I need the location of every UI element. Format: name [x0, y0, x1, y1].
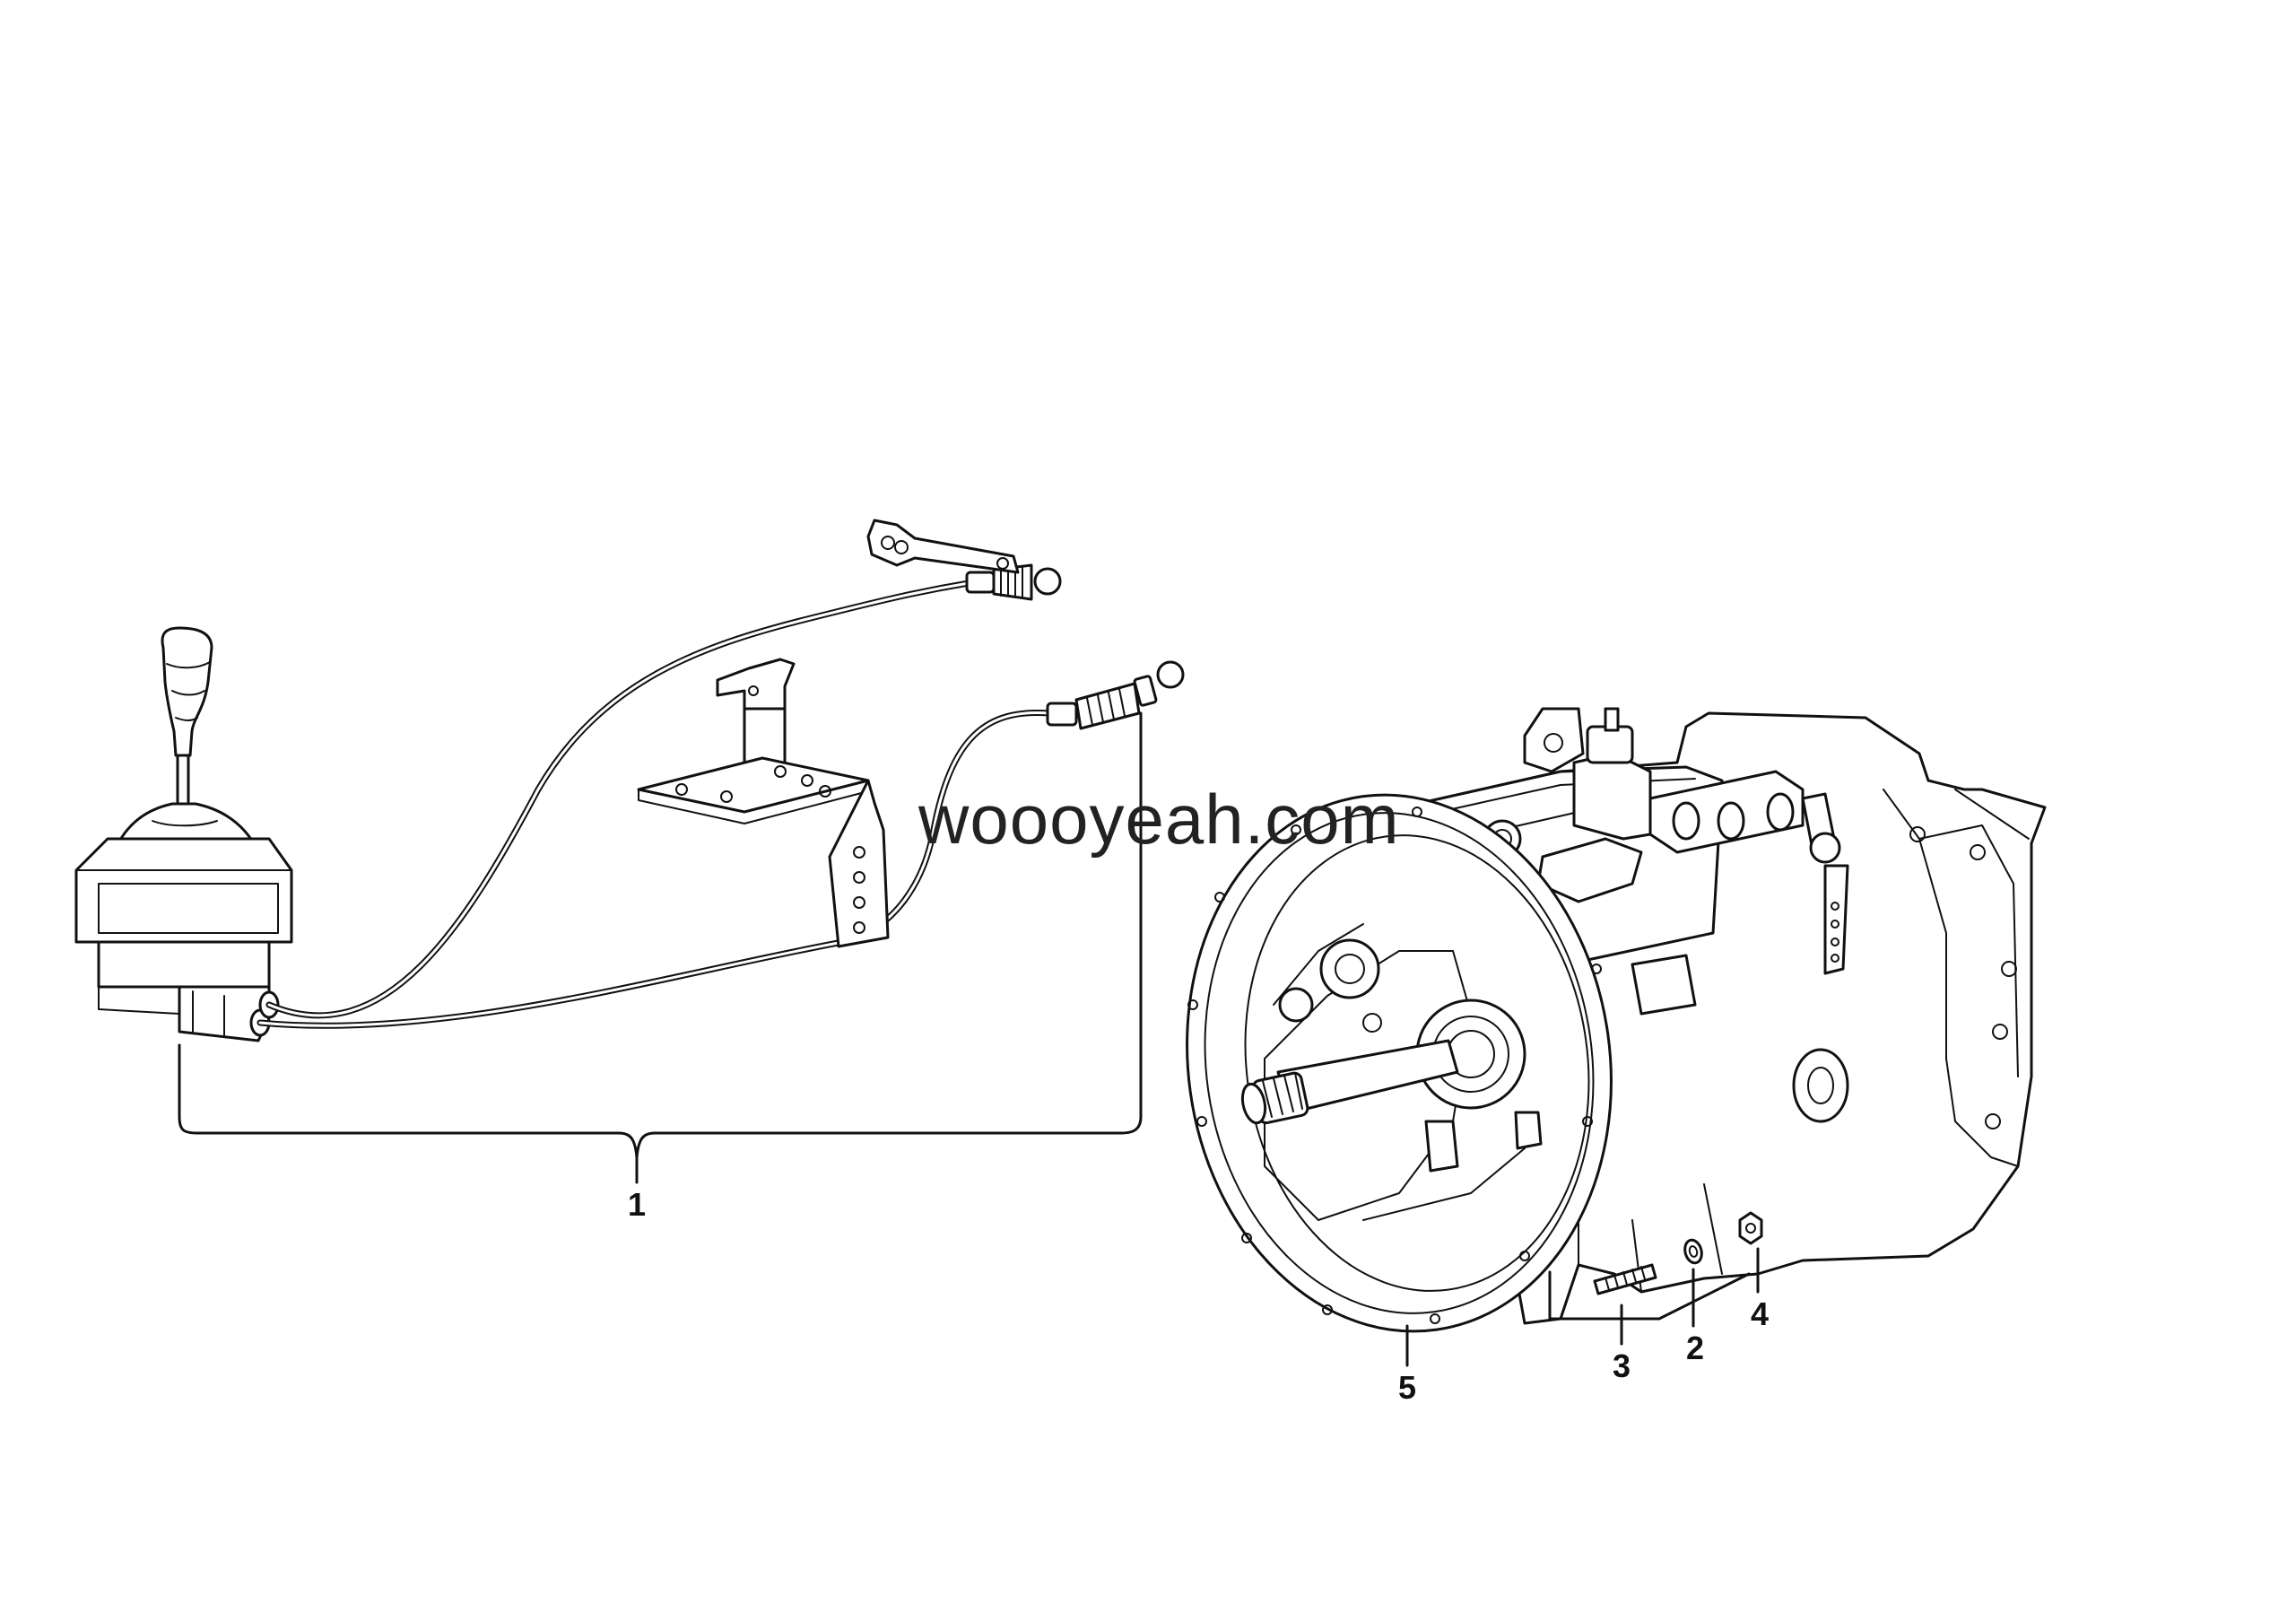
cable-mounting-bracket	[637, 658, 890, 948]
callout-label-5: 5	[1397, 1369, 1417, 1406]
callout-leader-lines	[1405, 1247, 1760, 1367]
callout-label-3: 3	[1612, 1347, 1631, 1384]
callout-1-bracket	[178, 711, 1143, 1184]
stud-washer-nut	[1548, 1211, 1763, 1321]
cable-lever-arm	[866, 519, 1020, 574]
gear-shift-lever-assembly	[74, 626, 293, 1042]
transmission-assembly	[1186, 707, 2047, 1333]
callout-label-4: 4	[1750, 1295, 1770, 1332]
callout-label-2: 2	[1685, 1330, 1705, 1366]
callout-label-1: 1	[627, 1186, 647, 1223]
watermark-text: woooyeah.com	[918, 780, 1400, 859]
